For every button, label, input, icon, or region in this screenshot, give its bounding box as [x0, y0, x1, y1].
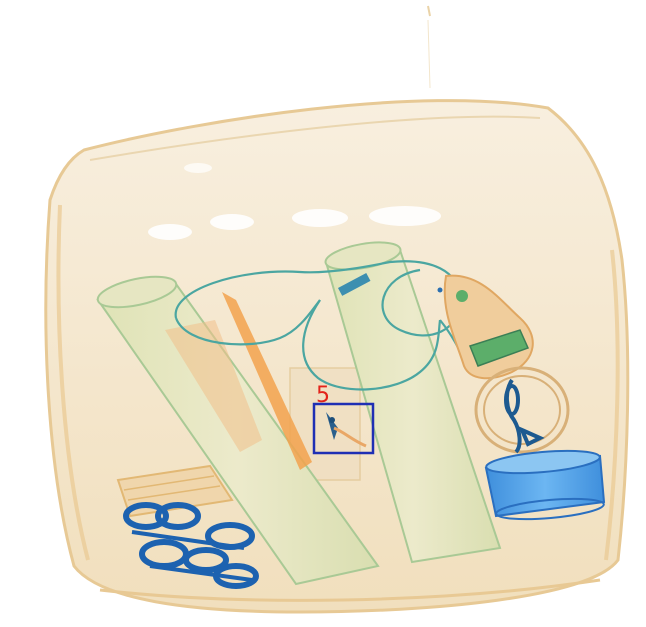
bag-strap-mark	[427, 5, 431, 17]
bag-strap-line	[427, 19, 431, 89]
detection-box	[312, 402, 375, 455]
cable-loop	[174, 260, 471, 391]
charger-device	[437, 274, 534, 380]
detected-object	[326, 412, 367, 448]
orange-sheet-shadow	[165, 320, 262, 452]
bright-patch	[184, 163, 212, 173]
coiled-ring	[474, 366, 570, 454]
bag-inner-edge-right	[604, 249, 620, 561]
bright-patch	[369, 206, 441, 226]
orange-sheet	[222, 292, 312, 470]
bright-patch	[292, 209, 348, 227]
bag-bottom-edge	[99, 578, 601, 602]
metal-rings	[123, 502, 259, 589]
bright-patch	[210, 214, 254, 230]
cable-plug	[337, 272, 371, 296]
blue-container	[484, 449, 606, 521]
scissors-item	[504, 378, 545, 454]
detection-label: 5	[316, 383, 330, 408]
bag-top-fold	[89, 115, 541, 161]
bright-patch	[148, 224, 192, 240]
bag-inner-edge	[56, 204, 90, 561]
